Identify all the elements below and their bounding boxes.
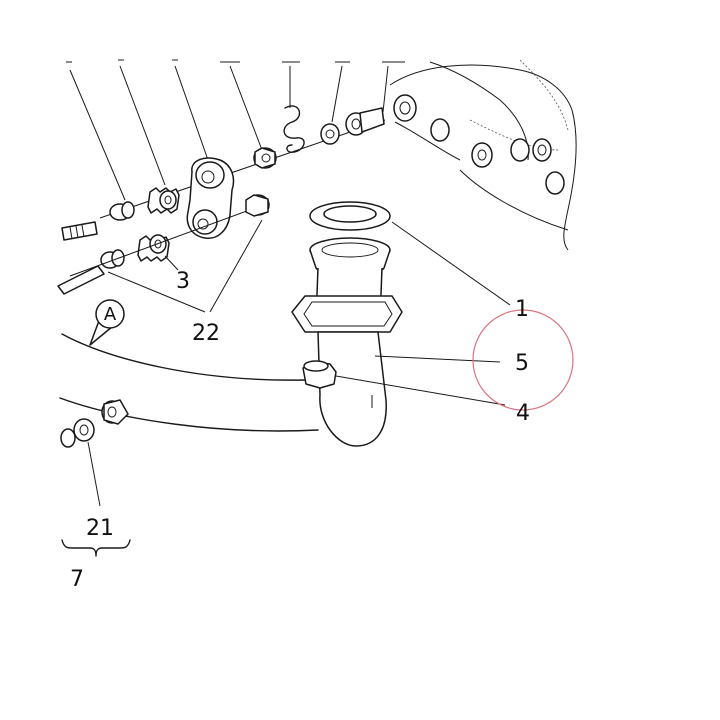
callout-4: 4 (516, 401, 530, 426)
bolt-upper (61, 221, 98, 241)
washer-upper-right (320, 123, 340, 145)
brace-7 (61, 539, 131, 557)
leader-22 (107, 219, 263, 313)
plug-nut-4 (302, 360, 337, 389)
grommet-3 (137, 234, 170, 262)
bracket-arm (186, 157, 235, 239)
bushing-22-upper (253, 147, 277, 169)
callout-22: 22 (192, 321, 220, 346)
callout-21: 21 (86, 516, 114, 541)
seal-ring-1 (309, 201, 391, 231)
top-leader-stubs (66, 59, 405, 201)
callout-5: 5 (515, 351, 529, 376)
washer-21 (60, 418, 95, 448)
intake-tube-5 (291, 237, 403, 447)
washer-lower-left (100, 249, 125, 269)
view-marker-a: A (89, 299, 125, 346)
callout-1: 1 (515, 297, 529, 322)
collar-bolt (345, 107, 385, 136)
spring-clip (283, 105, 305, 153)
grommet-upper (147, 187, 180, 214)
bolt-lower (57, 265, 105, 295)
callout-7: 7 (70, 567, 84, 592)
leader-1 (391, 221, 511, 306)
bushing-22-lower (245, 194, 270, 217)
leader-3 (164, 255, 179, 271)
engine-casing (389, 59, 577, 251)
leader-21 (87, 441, 101, 507)
hose-lines (59, 333, 319, 432)
clamp-bushing-lower-left (101, 399, 129, 425)
washer-upper-left (109, 201, 135, 221)
lower-axis (69, 207, 256, 277)
view-marker-letter: A (104, 304, 117, 325)
highlight-circle (472, 309, 574, 411)
leader-5 (374, 355, 501, 363)
callout-3: 3 (176, 269, 190, 294)
leader-4 (335, 375, 506, 406)
